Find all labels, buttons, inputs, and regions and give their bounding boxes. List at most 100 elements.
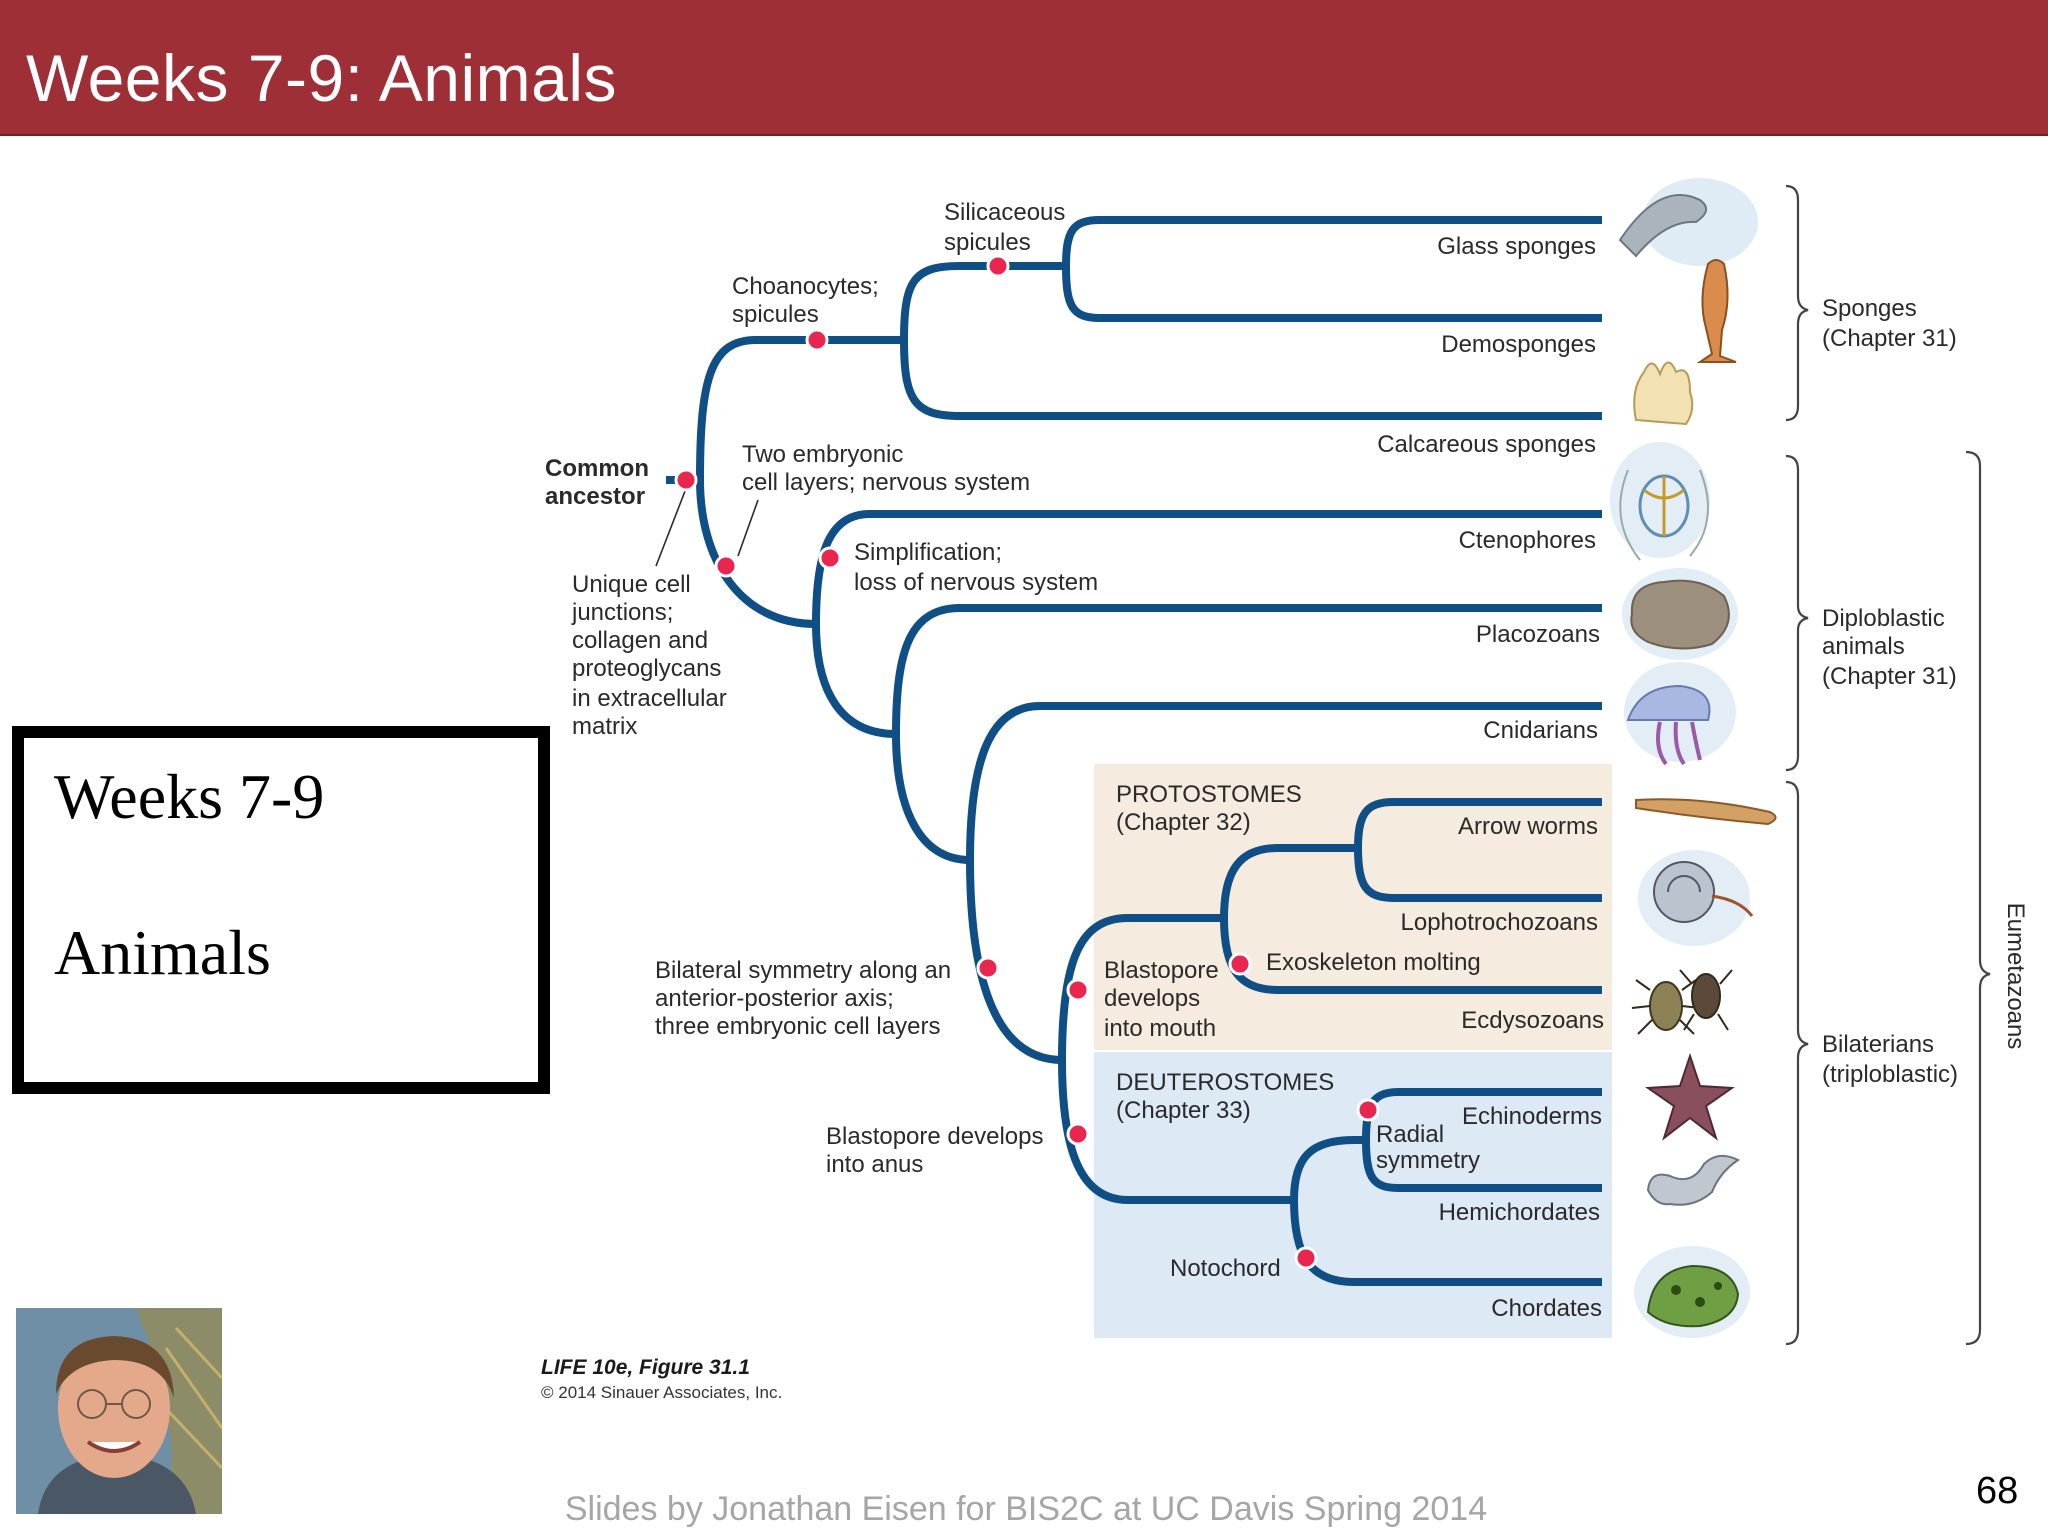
frog-icon (1634, 1246, 1750, 1338)
branch-glass (1062, 216, 1602, 267)
deuterostomes-region (1094, 1052, 1612, 1338)
trait-choanocytes-1: Choanocytes; (732, 273, 879, 300)
figure-credit: LIFE 10e, Figure 31.1 © 2014 Sinauer Ass… (541, 1356, 782, 1402)
branch-ctenophores (812, 510, 1602, 625)
trait-bilateral-3: three embryonic cell layers (655, 1013, 940, 1040)
marker-exoskeleton (1228, 952, 1252, 976)
slide-title: Weeks 7-9: Animals (26, 41, 618, 115)
trait-silicaceous-2: spicules (944, 229, 1031, 256)
diplo-label-2: animals (1822, 633, 1905, 660)
deuterostomes-title: DEUTEROSTOMES (1116, 1069, 1334, 1096)
branch-placozoans (892, 604, 1602, 735)
branch-ecdysozoans (1220, 917, 1602, 994)
sponges-bracket (1785, 184, 1809, 422)
diplo-label-1: Diploblastic (1822, 605, 1945, 632)
trait-blastopore-mouth-3: into mouth (1104, 1015, 1216, 1042)
trait-markers (674, 254, 1380, 1270)
demosponge-icon (1696, 259, 1737, 363)
branch-deuterostome-stem (1058, 1059, 1294, 1204)
credit-title: LIFE 10e, Figure 31.1 (541, 1356, 750, 1379)
branch-cnidarians (966, 702, 1602, 861)
taxon-placozoans: Placozoans (1476, 621, 1600, 648)
branch-lophotrochozoans (1354, 847, 1602, 902)
marker-silicaceous (986, 254, 1010, 278)
twolayers-pointer (737, 499, 759, 557)
sponges-label-1: Sponges (1822, 295, 1917, 322)
trait-blastopore-mouth-2: develops (1104, 985, 1200, 1012)
taxon-chordates: Chordates (1491, 1295, 1602, 1322)
placozoan-icon (1622, 568, 1738, 660)
trait-unique-1: Unique cell (572, 571, 691, 598)
taxon-echinoderms: Echinoderms (1462, 1103, 1602, 1130)
bilaterians-bracket (1785, 780, 1809, 1346)
eumetazoans-bracket (1965, 450, 1991, 1346)
branch-eumetazoa-stem (696, 479, 817, 628)
branch-sponges-stem (696, 336, 904, 481)
branch-calcareous (900, 339, 1602, 420)
marker-two-layers (714, 554, 738, 578)
taxon-arrow-worms: Arrow worms (1458, 813, 1598, 840)
trait-blastopore-anus-1: Blastopore develops (826, 1123, 1043, 1150)
cnidarian-icon (1624, 662, 1736, 766)
unique-pointer (655, 485, 688, 567)
acorn-worm-icon (1646, 1154, 1740, 1206)
trait-silicaceous-1: Silicaceous (944, 199, 1065, 226)
marker-bilateral (976, 956, 1000, 980)
trait-pointers (655, 485, 759, 567)
credit-copyright: © 2014 Sinauer Associates, Inc. (541, 1383, 782, 1402)
bilaterians-label-1: Bilaterians (1822, 1031, 1934, 1058)
bracket-labels: Sponges (Chapter 31) Diploblastic animal… (1822, 295, 2029, 1088)
trait-radial-2: symmetry (1376, 1147, 1480, 1174)
taxon-ctenophores: Ctenophores (1459, 527, 1596, 554)
common-ancestor-label: Common ancestor (545, 455, 649, 510)
group-labels: PROTOSTOMES (Chapter 32) DEUTEROSTOMES (… (1116, 781, 1334, 1124)
eumetazoans-label: Eumetazoans (2002, 903, 2029, 1050)
protostomes-region (1094, 764, 1612, 1050)
taxon-lophotrochozoans: Lophotrochozoans (1401, 909, 1598, 936)
marker-common-ancestor (674, 468, 698, 492)
weeks-box-line-2: Animals (54, 917, 271, 988)
trait-bilateral-2: anterior-posterior axis; (655, 985, 894, 1012)
trait-unique-3: collagen and (572, 627, 708, 654)
trait-labels: Silicaceous spicules Choanocytes; spicul… (571, 199, 1481, 1282)
marker-choanocytes (805, 328, 829, 352)
weeks-box-line-1: Weeks 7-9 (54, 761, 325, 832)
trait-unique-2: junctions; (571, 599, 673, 626)
organism-illustrations (1610, 178, 1777, 1338)
branch-planulozoa-stem (892, 733, 971, 864)
trait-unique-5: in extracellular (572, 685, 727, 712)
bilaterians-label-2: (triploblastic) (1822, 1061, 1958, 1088)
taxa-labels: Glass sponges Demosponges Calcareous spo… (1377, 233, 1604, 1322)
trait-blastopore-anus-2: into anus (826, 1151, 923, 1178)
branch-lophozoa-stem (1220, 844, 1358, 919)
branch-silic-stem (900, 262, 1066, 341)
trait-two-layers-2: cell layers; nervous system (742, 469, 1030, 496)
branch-arrow-worms (1354, 798, 1602, 849)
sponges-label-2: (Chapter 31) (1822, 325, 1957, 352)
trait-choanocytes-2: spicules (732, 301, 819, 328)
taxon-calcareous-sponges: Calcareous sponges (1377, 431, 1596, 458)
taxon-ecdysozoans: Ecdysozoans (1461, 1007, 1604, 1034)
taxon-demosponges: Demosponges (1441, 331, 1596, 358)
protostomes-chapter: (Chapter 32) (1116, 809, 1251, 836)
title-bar: Weeks 7-9: Animals (0, 0, 2048, 136)
taxon-hemichordates: Hemichordates (1439, 1199, 1600, 1226)
branch-parahoxozoa-stem (812, 623, 897, 738)
taxon-glass-sponges: Glass sponges (1437, 233, 1596, 260)
branch-demo (1062, 265, 1602, 322)
page-number: 68 (1976, 1470, 2019, 1512)
branch-ambulacraria-stem (1290, 1136, 1366, 1201)
glass-sponge-icon (1618, 178, 1758, 266)
root-line-1: Common (545, 455, 649, 482)
calcareous-sponge-icon (1633, 361, 1694, 426)
deuterostomes-chapter: (Chapter 33) (1116, 1097, 1251, 1124)
trait-radial-1: Radial (1376, 1121, 1444, 1148)
trait-unique-4: proteoglycans (572, 655, 721, 682)
protostomes-title: PROTOSTOMES (1116, 781, 1302, 808)
branch-hemichordates (1362, 1139, 1602, 1192)
marker-blastopore-anus (1066, 1122, 1090, 1146)
taxon-cnidarians: Cnidarians (1483, 717, 1598, 744)
trait-unique-6: matrix (572, 713, 637, 740)
trait-simplification-1: Simplification; (854, 539, 1002, 566)
